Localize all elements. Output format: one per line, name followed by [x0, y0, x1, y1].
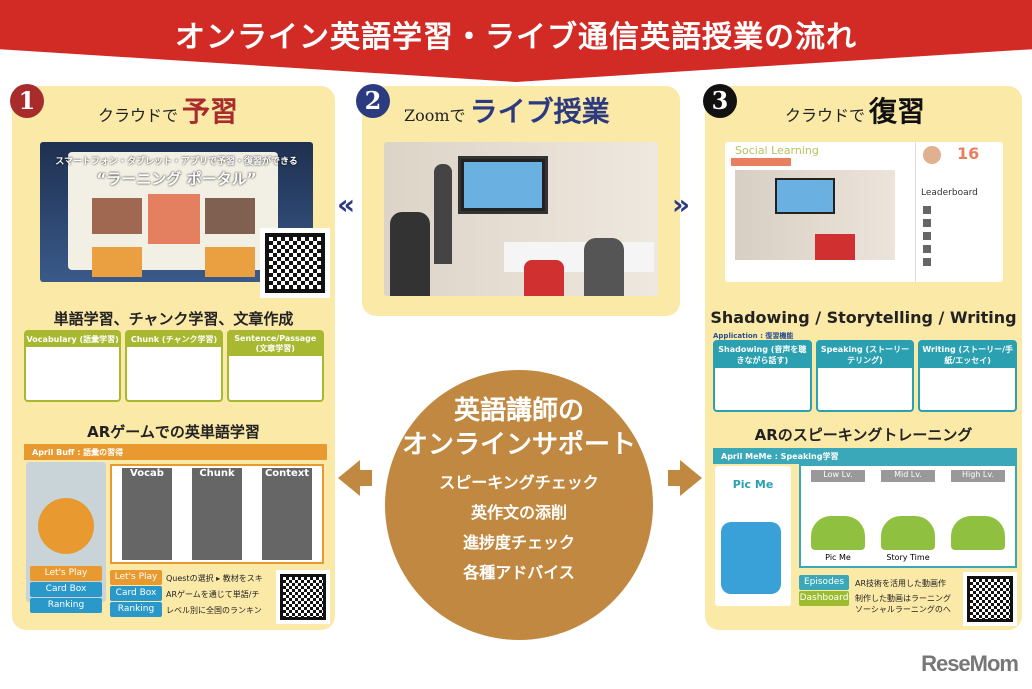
ranking-label: Ranking [110, 602, 162, 617]
stage-vocab: Vocab [122, 468, 172, 560]
note: ソーシャルラーニングのへ [855, 605, 951, 614]
support-item: スピーキングチェック [439, 473, 599, 492]
qr-code[interactable] [276, 570, 330, 624]
lets-play-button[interactable]: Let's Play [30, 566, 102, 581]
qr-code[interactable] [963, 572, 1017, 626]
card-box-button[interactable]: Card Box [30, 582, 102, 597]
resemom-logo: ReseMom [921, 651, 1019, 676]
level-high: High Lv. [951, 470, 1005, 482]
arrow-right-shaft [668, 470, 682, 486]
step-title: Zoomでライブ授業 [404, 95, 610, 128]
level-panel: Low Lv. Mid Lv. High Lv. Pic Me Story Ti… [799, 464, 1017, 568]
note: ARゲームを通じて単語/チ [166, 590, 260, 599]
caption-story-time: Story Time [886, 553, 930, 562]
portal-caption: スマートフォン・タブレット・アプリで予習・復習ができる [55, 157, 298, 167]
level-low: Low Lv. [811, 470, 865, 482]
support-title-line1: 英語講師の [453, 396, 584, 426]
double-chevron-left-icon: « [337, 188, 356, 221]
app-name: Pic Me [732, 478, 774, 491]
ar-game-bar: April Buff : 語彙の習得 [24, 444, 327, 460]
arrow-left-icon [338, 460, 360, 496]
note: AR技術を活用した動画作 [855, 579, 947, 588]
application-label: Application : 復習機能 [713, 332, 794, 340]
leaderboard-title: Leaderboard [921, 188, 978, 198]
double-chevron-right-icon: » [672, 188, 691, 221]
learning-steps: Vocabulary (語彙学習) Chunk (チャンク学習) Sentenc… [24, 330, 324, 402]
step-number: 3 [703, 84, 737, 118]
social-learning-screenshot: Social Learning 16 Leaderboard [725, 142, 1003, 282]
support-item: 英作文の添削 [470, 503, 567, 522]
card-sentence: Sentence/Passage (文章学習) [228, 332, 322, 356]
step-3-panel: 3 クラウドで復習 Social Learning 16 Leaderboard… [703, 84, 1022, 630]
ranking-button[interactable]: Ranking [30, 598, 102, 613]
support-title-line2: オンラインサポート [401, 430, 636, 460]
note: 制作した動画はラーニング [855, 594, 951, 603]
score: 16 [957, 144, 980, 163]
stage-context: Context [262, 468, 312, 560]
qr-code[interactable] [260, 228, 330, 298]
learning-portal-screenshot: スマートフォン・タブレット・アプリで予習・復習ができる “ラーニング ポータル” [40, 142, 313, 282]
social-learning-title: Social Learning [735, 144, 819, 157]
section-heading: Shadowing / Storytelling / Writing [710, 308, 1017, 327]
card-chunk: Chunk (チャンク学習) [127, 332, 221, 347]
lets-play-label: Let's Play [110, 570, 162, 585]
level-mid: Mid Lv. [881, 470, 935, 482]
card-speaking: Speaking (ストーリーテリング) [817, 342, 913, 368]
stage-chunk: Chunk [192, 468, 242, 560]
caption-pic-me: Pic Me [825, 553, 851, 562]
step-title: クラウドで予習 [98, 95, 239, 128]
episodes-label: Episodes [799, 575, 849, 590]
page-title: オンライン英語学習・ライブ通信英語授業の流れ [175, 20, 857, 55]
dashboard-label: Dashboard [799, 591, 849, 606]
ar-stages: Vocab Chunk Context [110, 464, 324, 564]
ar-speaking-bar: April MeMe : Speaking学習 [713, 448, 1017, 464]
pic-me-app-screenshot: Pic Me [715, 466, 791, 606]
note: レベル別に全国のランキン [166, 606, 262, 615]
step-number: 1 [10, 84, 44, 118]
step-2-panel: 2 Zoomでライブ授業 [356, 84, 680, 316]
support-item: 進捗度チェック [462, 533, 575, 552]
portal-name: “ラーニング ポータル” [96, 170, 257, 188]
review-steps: Shadowing (音声を聴きながら話す) Speaking (ストーリーテリ… [713, 340, 1018, 412]
arrow-right-icon [680, 460, 702, 496]
step-1-panel: 1 クラウドで予習 スマートフォン・タブレット・アプリで予習・復習ができる “ラ… [10, 84, 335, 630]
card-box-label: Card Box [110, 586, 162, 601]
section-heading: ARのスピーキングトレーニング [754, 426, 973, 444]
ar-game-app-screenshot [26, 462, 106, 602]
card-writing: Writing (ストーリー/手紙/エッセイ) [920, 342, 1016, 368]
teacher-support-circle: 英語講師の オンラインサポート スピーキングチェック 英作文の添削 進捗度チェッ… [385, 370, 653, 640]
card-vocabulary: Vocabulary (語彙学習) [26, 332, 120, 347]
live-class-photo [384, 142, 658, 296]
section-heading: ARゲームでの英単語学習 [87, 423, 260, 441]
note: Questの選択 ▸ 教材をスキ [166, 574, 263, 583]
support-item: 各種アドバイス [463, 563, 575, 582]
step-number: 2 [356, 84, 390, 118]
arrow-left-shaft [358, 470, 372, 486]
section-heading: 単語学習、チャンク学習、文章作成 [53, 310, 294, 328]
step-title: クラウドで復習 [785, 95, 926, 128]
card-shadowing: Shadowing (音声を聴きながら話す) [715, 342, 810, 368]
